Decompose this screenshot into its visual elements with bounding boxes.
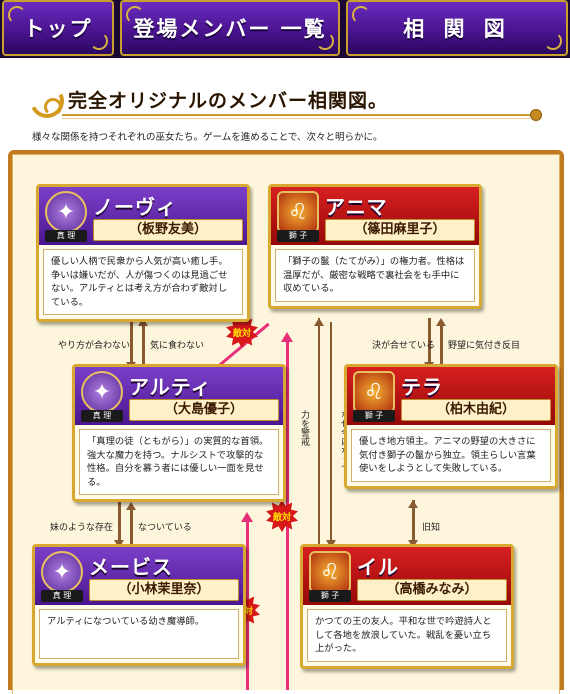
tab-label: トップ (23, 17, 93, 41)
faction-badge: 真 理 (45, 230, 87, 242)
card-header: ♌ 獅 子 アニマ （篠田麻里子） (271, 187, 479, 245)
page-description: 様々な関係を持つそれぞれの巫女たち。ゲームを進めることで、次々と明らかに。 (32, 132, 383, 143)
arrow-up-icon (241, 512, 253, 522)
actor-name: （柏木由紀） (401, 399, 551, 421)
actor-name: （篠田麻里子） (325, 219, 475, 241)
actor-name: （小林茉里奈） (89, 579, 239, 601)
character-name: アニマ (325, 195, 388, 219)
relation-label: 妹のような存在 (50, 523, 114, 533)
relation-label: なついている (138, 523, 192, 533)
actor-name: （高橋みなみ） (357, 579, 507, 601)
card-novi[interactable]: ✦ 真 理 ノーヴィ （板野友美） 優しい人柄で民衆から人気が高い癒し手。争いは… (36, 184, 250, 322)
character-description: 優しき地方領主。アニマの野望の大きさに気付き獅子の鬣から独立。領主らしい言葉使い… (351, 429, 551, 482)
card-header: ♌ 獅 子 テラ （柏木由紀） (347, 367, 555, 425)
divider (62, 114, 530, 116)
lion-emblem-icon: ♌ (277, 191, 319, 233)
relation-line (428, 318, 431, 370)
arrow-up-icon (408, 500, 418, 508)
lion-emblem-icon: ♌ (309, 551, 351, 593)
actor-name: （板野友美） (93, 219, 243, 241)
character-description: かつての王の友人。平和な世で吟遊詩人として各地を放浪していた。戦乱を憂い立ち上が… (307, 609, 507, 662)
relation-label: 決が合せている (372, 341, 436, 351)
page-title: 完全オリジナルのメンバー相関図。 (68, 90, 389, 112)
ornament-icon (8, 6, 26, 24)
relation-label: 気に食わない (150, 341, 205, 351)
tab-label: 相 関 図 (403, 17, 511, 41)
card-mebis[interactable]: ✦ 真 理 メービス （小林茉里奈） アルティになついている幼き魔導師。 (32, 544, 246, 666)
relation-line (130, 506, 133, 548)
arrow-up-icon (138, 318, 148, 326)
relation-line (118, 502, 121, 546)
ornament-icon (126, 6, 144, 24)
truth-emblem-icon: ✦ (41, 551, 83, 593)
faction-badge: 真 理 (41, 590, 83, 602)
faction-badge: 獅 子 (277, 230, 319, 242)
relation-line (130, 318, 133, 370)
truth-emblem-icon: ✦ (45, 191, 87, 233)
top-nav: トップ 登場メンバー 一覧 相 関 図 (0, 0, 570, 58)
tab-top[interactable]: トップ (2, 0, 114, 56)
relation-label: 力を警戒 (299, 410, 309, 446)
character-description: 優しい人柄で民衆から人気が高い癒し手。争いは嫌いだが、人が傷つくのは見過ごせない… (43, 249, 243, 315)
ornament-icon (90, 32, 108, 50)
character-description: 「獅子の鬣（たてがみ）」の権力者。性格は温厚だが、厳密な戦略で裏社会をも手中に収… (275, 249, 475, 302)
ornament-icon (352, 6, 370, 24)
arrow-up-icon (126, 502, 136, 510)
divider (62, 118, 530, 119)
card-header: ✦ 真 理 メービス （小林茉里奈） (35, 547, 243, 605)
truth-emblem-icon: ✦ (81, 371, 123, 413)
card-header: ♌ 獅 子 イル （高橋みなみ） (303, 547, 511, 605)
tab-relations[interactable]: 相 関 図 (346, 0, 568, 56)
character-name: ノーヴィ (93, 195, 177, 219)
arrow-up-icon (281, 332, 293, 342)
faction-badge: 獅 子 (353, 410, 395, 422)
faction-badge: 獅 子 (309, 590, 351, 602)
relation-line (412, 500, 415, 546)
relation-label: 旧知 (422, 523, 441, 533)
character-name: イル (357, 555, 399, 579)
character-name: メービス (89, 555, 173, 579)
card-tera[interactable]: ♌ 獅 子 テラ （柏木由紀） 優しき地方領主。アニマの野望の大きさに気付き獅子… (344, 364, 558, 489)
ornament-icon (316, 32, 334, 50)
arrow-up-icon (314, 318, 324, 326)
actor-name: （大島優子） (129, 399, 279, 421)
relation-label: 野望に気付き反目 (448, 341, 521, 351)
character-description: アルティになついている幼き魔導師。 (39, 609, 239, 659)
card-anima[interactable]: ♌ 獅 子 アニマ （篠田麻里子） 「獅子の鬣（たてがみ）」の権力者。性格は温厚… (268, 184, 482, 309)
card-il[interactable]: ♌ 獅 子 イル （高橋みなみ） かつての王の友人。平和な世で吟遊詩人として各地… (300, 544, 514, 669)
character-name: アルティ (129, 375, 212, 399)
faction-badge: 真 理 (81, 410, 123, 422)
relation-line (318, 318, 320, 548)
relation-line (330, 322, 332, 548)
relation-label: やり方が合わない (58, 341, 131, 351)
relation-line (440, 322, 443, 372)
relation-line (142, 322, 145, 372)
arrow-up-icon (436, 318, 446, 326)
tab-members[interactable]: 登場メンバー 一覧 (120, 0, 340, 56)
tab-label: 登場メンバー 一覧 (133, 17, 327, 41)
swirl-icon (44, 98, 62, 116)
diagram-frame-inner (12, 154, 560, 694)
character-name: テラ (401, 375, 443, 399)
character-description: 「真理の徒（ともがら）」の実質的な首領。強大な魔力を持つ。ナルシストで攻撃的な性… (79, 429, 279, 495)
ornament-dot-icon (530, 109, 542, 121)
card-header: ✦ 真 理 ノーヴィ （板野友美） (39, 187, 247, 245)
card-alti[interactable]: ✦ 真 理 アルティ （大島優子） 「真理の徒（ともがら）」の実質的な首領。強大… (72, 364, 286, 502)
card-header: ✦ 真 理 アルティ （大島優子） (75, 367, 283, 425)
ornament-icon (544, 32, 562, 50)
lion-emblem-icon: ♌ (353, 371, 395, 413)
